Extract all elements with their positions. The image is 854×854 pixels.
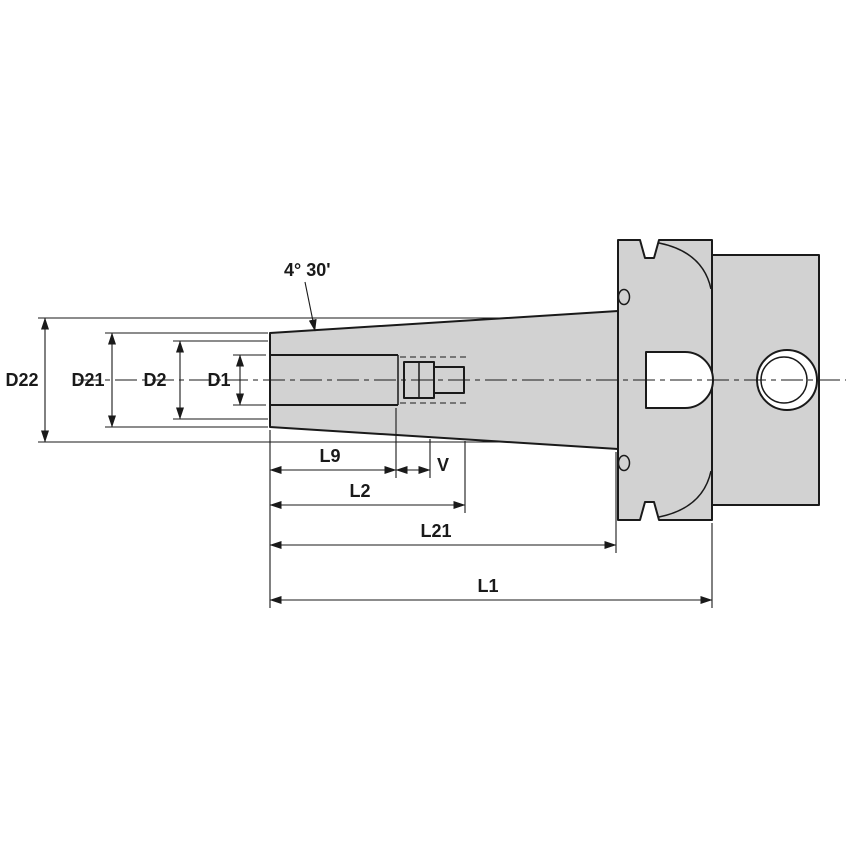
label-l9: L9 xyxy=(319,446,340,466)
dimension-v: V xyxy=(395,439,449,478)
label-l1: L1 xyxy=(477,576,498,596)
dimension-l21: L21 xyxy=(269,452,617,553)
dimension-l1: L1 xyxy=(269,523,713,608)
dimension-d1: D1 xyxy=(207,354,266,406)
dimension-l2: L2 xyxy=(269,441,466,513)
label-v: V xyxy=(437,455,449,475)
label-l2: L2 xyxy=(349,481,370,501)
label-d21: D21 xyxy=(71,370,104,390)
dimension-d22: D22 xyxy=(5,317,507,443)
label-l21: L21 xyxy=(420,521,451,541)
dimension-l9: L9 xyxy=(269,408,397,478)
angle-leader-arrow xyxy=(304,281,317,332)
flange-transition-arc-top xyxy=(658,242,712,290)
coolant-hole-top xyxy=(617,288,631,306)
bore-lines xyxy=(270,354,399,406)
dimension-d21: D21 xyxy=(71,332,268,428)
label-d1: D1 xyxy=(207,370,230,390)
flange-transition-arc-bottom xyxy=(658,470,712,518)
angle-annotation: 4° 30' xyxy=(284,260,331,332)
label-d2: D2 xyxy=(143,370,166,390)
coolant-hole-bottom xyxy=(617,454,631,472)
angle-label: 4° 30' xyxy=(284,260,331,280)
dimension-d2: D2 xyxy=(143,340,268,420)
label-d22: D22 xyxy=(5,370,38,390)
